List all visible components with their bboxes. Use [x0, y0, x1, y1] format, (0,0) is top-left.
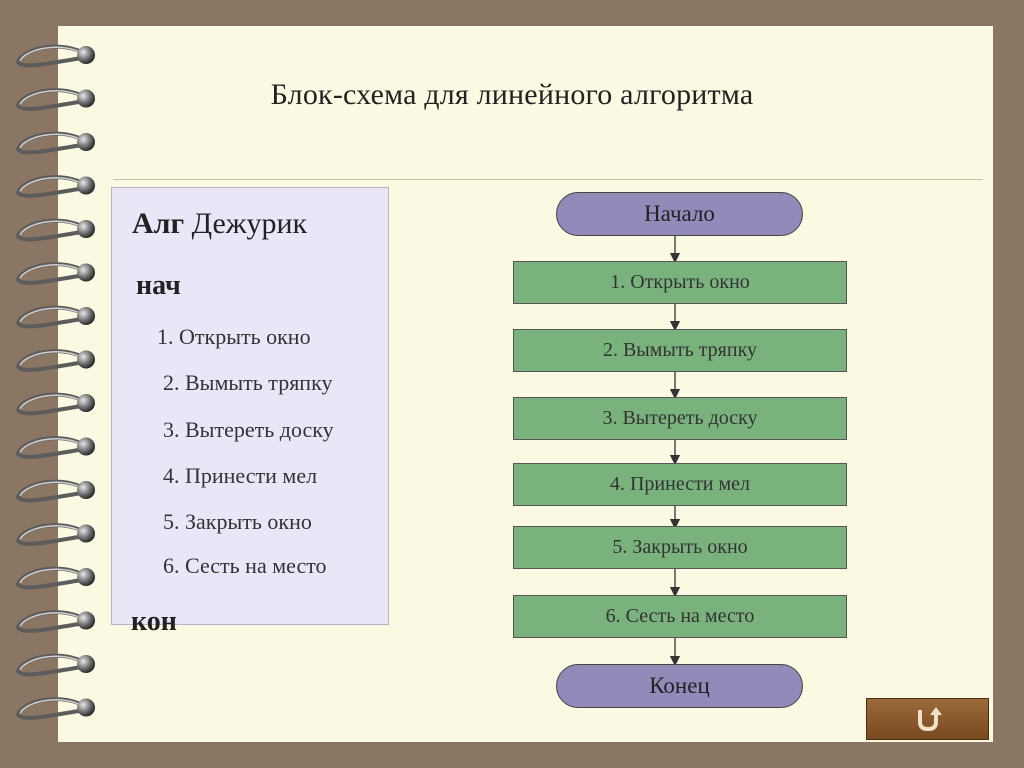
- flowchart-step: 6. Сесть на место: [513, 595, 847, 638]
- alg-keyword: Алг: [132, 207, 184, 240]
- spiral-ring: [77, 699, 95, 717]
- algorithm-step: 6. Сесть на место: [163, 553, 327, 579]
- algorithm-step: 2. Вымыть тряпку: [163, 370, 332, 396]
- flowchart-step: 2. Вымыть тряпку: [513, 329, 847, 372]
- spiral-ring: [77, 394, 95, 412]
- spiral-ring: [77, 351, 95, 369]
- flowchart-start: Начало: [556, 192, 803, 236]
- spiral-ring: [77, 133, 95, 151]
- spiral-ring: [77, 655, 95, 673]
- spiral-ring: [77, 568, 95, 586]
- spiral-binding: [0, 30, 110, 740]
- algorithm-step: 5. Закрыть окно: [163, 509, 312, 535]
- title-divider: [113, 179, 983, 180]
- slide-title: Блок-схема для линейного алгоритма: [0, 78, 1024, 112]
- spiral-ring: [77, 481, 95, 499]
- return-button[interactable]: [866, 698, 989, 740]
- flowchart-step: 3. Вытереть доску: [513, 397, 847, 440]
- spiral-ring: [77, 612, 95, 630]
- algorithm-step: 4. Принести мел: [163, 463, 317, 489]
- spiral-ring: [77, 264, 95, 282]
- spiral-ring: [77, 438, 95, 456]
- flowchart-step: 1. Открыть окно: [513, 261, 847, 304]
- end-keyword: кон: [131, 606, 177, 638]
- flowchart-step: 4. Принести мел: [513, 463, 847, 506]
- spiral-ring: [77, 525, 95, 543]
- u-turn-arrow-icon: [910, 704, 946, 734]
- spiral-ring: [77, 177, 95, 195]
- flowchart-end: Конец: [556, 664, 803, 708]
- algorithm-header: Алг Дежурик: [132, 207, 307, 241]
- algorithm-step: 1. Открыть окно: [157, 324, 311, 350]
- flowchart-step: 5. Закрыть окно: [513, 526, 847, 569]
- spiral-ring: [77, 220, 95, 238]
- algorithm-step: 3. Вытереть доску: [163, 417, 334, 443]
- spiral-ring: [77, 307, 95, 325]
- spiral-ring: [77, 46, 95, 64]
- algorithm-name: Дежурик: [192, 207, 308, 240]
- begin-keyword: нач: [136, 270, 181, 302]
